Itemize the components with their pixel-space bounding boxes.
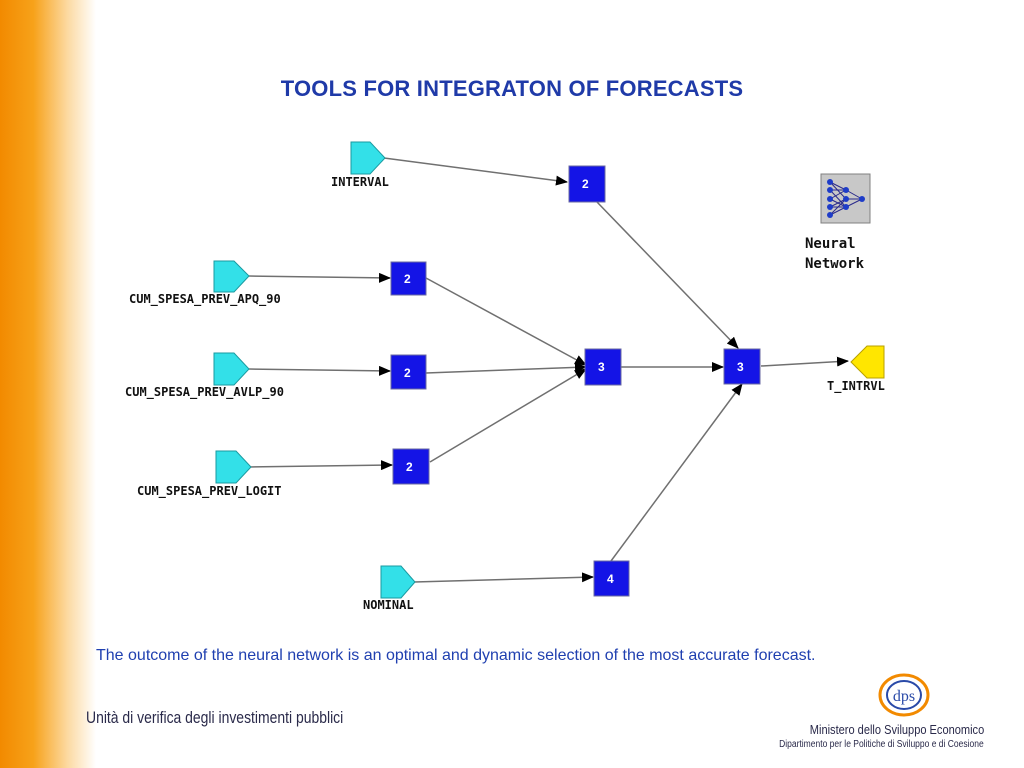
edge-interval-to-box (383, 157, 568, 186)
input-node-avlp (213, 352, 250, 386)
logo-text: dps (893, 688, 915, 705)
edge-logit-to-box (248, 460, 393, 471)
caption-text: The outcome of the neural network is an … (96, 647, 816, 664)
footer-department: Dipartimento per le Politiche di Svilupp… (779, 739, 984, 750)
slide-title: TOOLS FOR INTEGRATON OF FORECASTS (280, 76, 744, 101)
footer-unit-name: Unità di verifica degli investimenti pub… (86, 708, 344, 727)
box-logit (392, 448, 430, 485)
box-merge (584, 348, 622, 386)
box-nominal-value: 4 (607, 572, 614, 586)
edge-logit-box-to-merge (429, 368, 587, 463)
label-target: T_INTRVL (827, 379, 885, 394)
legend-line-2: Network (805, 256, 865, 272)
input-nodes (213, 141, 416, 599)
input-node-apq (213, 260, 250, 293)
connections (248, 157, 849, 583)
edge-nominal-to-box (413, 572, 594, 583)
box-merge-value: 3 (598, 360, 605, 374)
neural-network-diagram: 2 2 2 2 3 3 4 INTERVAL CUM_SPESA_PREV_AP… (125, 141, 885, 612)
input-node-nominal (380, 565, 416, 599)
box-final (723, 348, 761, 385)
label-interval: INTERVAL (331, 175, 389, 189)
neural-network-icon (820, 173, 871, 224)
label-avlp: CUM_SPESA_PREV_AVLP_90 (125, 385, 284, 400)
box-interval (568, 165, 606, 203)
edge-apq-to-box (248, 272, 391, 283)
box-apq (390, 261, 427, 296)
edge-final-to-target (760, 356, 849, 367)
box-nominal (593, 560, 630, 597)
edge-interval-box-to-final (596, 201, 739, 349)
footer-ministry: Ministero dello Sviluppo Economico (809, 722, 984, 737)
target-node (850, 345, 885, 379)
box-avlp (390, 354, 427, 390)
edge-apq-box-to-merge (425, 277, 587, 366)
label-nominal: NOMINAL (363, 598, 414, 612)
legend-line-1: Neural (805, 236, 856, 252)
box-final-value: 3 (737, 360, 744, 374)
label-apq: CUM_SPESA_PREV_APQ_90 (129, 292, 281, 307)
hidden-units (390, 165, 761, 597)
box-apq-value: 2 (404, 272, 411, 286)
edge-avlp-to-box (248, 365, 391, 376)
dps-logo: dps (878, 673, 930, 717)
label-logit: CUM_SPESA_PREV_LOGIT (137, 484, 282, 499)
box-avlp-value: 2 (404, 366, 411, 380)
input-node-logit (215, 450, 252, 484)
box-logit-value: 2 (406, 460, 413, 474)
edge-nominal-box-to-final (610, 383, 743, 562)
box-interval-value: 2 (582, 177, 589, 191)
edge-avlp-box-to-merge (425, 362, 587, 374)
input-node-interval (350, 141, 386, 175)
left-accent-bar (0, 0, 96, 768)
